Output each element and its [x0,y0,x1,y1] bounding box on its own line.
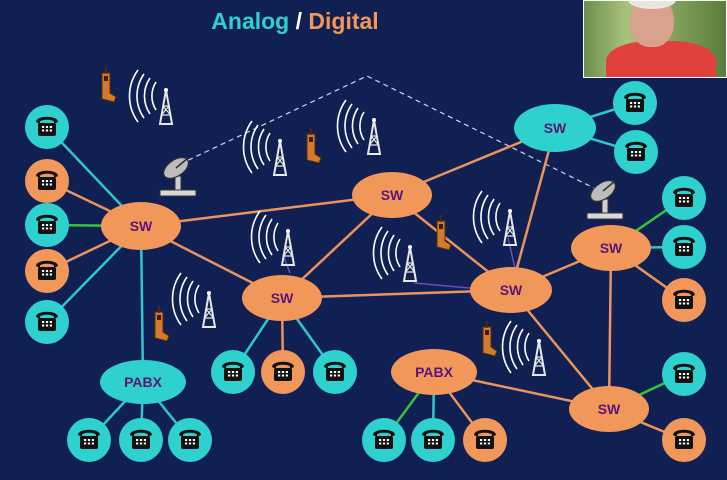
radio-tower-icon [501,320,546,376]
phone-digital [463,418,507,462]
mobile-phone-icon [306,127,322,164]
mobile-phone-icon [482,320,498,357]
phone-analog [211,350,255,394]
phone-analog [662,176,706,220]
phone-analog [662,225,706,269]
switch-label: SW [130,218,153,234]
radio-tower-icon [250,210,295,266]
phone-analog [25,300,69,344]
mobile-phone-icon [436,214,452,251]
phone-digital [662,278,706,322]
switch-node-center-right: SW [470,267,552,313]
satellite-link [179,75,599,191]
phone-analog [411,418,455,462]
radio-tower-icon [372,226,417,282]
satellite-dish-icon [159,152,197,197]
satellite-dish-icon [586,175,624,220]
phone-analog [25,105,69,149]
phone-analog [362,418,406,462]
switch-label: SW [544,120,567,136]
radio-tower-icon [171,272,216,328]
radio-tower-icon [242,120,287,176]
presenter-shirt [606,41,716,77]
slide-title: Analog / Digital [0,8,590,35]
phone-analog [613,81,657,125]
phone-analog [67,418,111,462]
switch-node-bottom-right: SW [569,386,649,432]
switch-node-center-top: SW [352,172,432,218]
phone-analog [119,418,163,462]
pabx-label: PABX [415,364,454,380]
switch-node-top-right: SW [514,104,596,152]
phone-digital [662,418,706,462]
title-separator: / [295,8,303,34]
pabx-label: PABX [124,374,163,390]
switch-label: SW [271,290,294,306]
phone-digital [25,159,69,203]
presenter-hair [628,1,676,9]
switch-label: SW [500,282,523,298]
radio-tower-icon [336,99,381,155]
phone-analog [25,203,69,247]
switch-node-left: SW [101,202,181,250]
pabx-node-left: PABX [100,360,186,404]
phone-digital [25,249,69,293]
switch-label: SW [598,401,621,417]
pabx-node-center: PABX [391,349,477,395]
switch-node-center-left: SW [242,275,322,321]
presenter-photo [583,0,727,78]
phone-analog [313,350,357,394]
radio-tower-icon [128,69,173,125]
switch-node-right: SW [571,225,651,271]
mobile-phone-icon [154,305,170,342]
phone-analog [662,352,706,396]
phone-analog [614,130,658,174]
mobile-phone-icon [101,66,117,103]
phone-digital [261,350,305,394]
title-digital: Digital [308,8,379,34]
switch-label: SW [381,187,404,203]
switch-label: SW [600,240,623,256]
title-analog: Analog [211,8,290,34]
phone-analog [168,418,212,462]
radio-tower-icon [472,190,517,246]
